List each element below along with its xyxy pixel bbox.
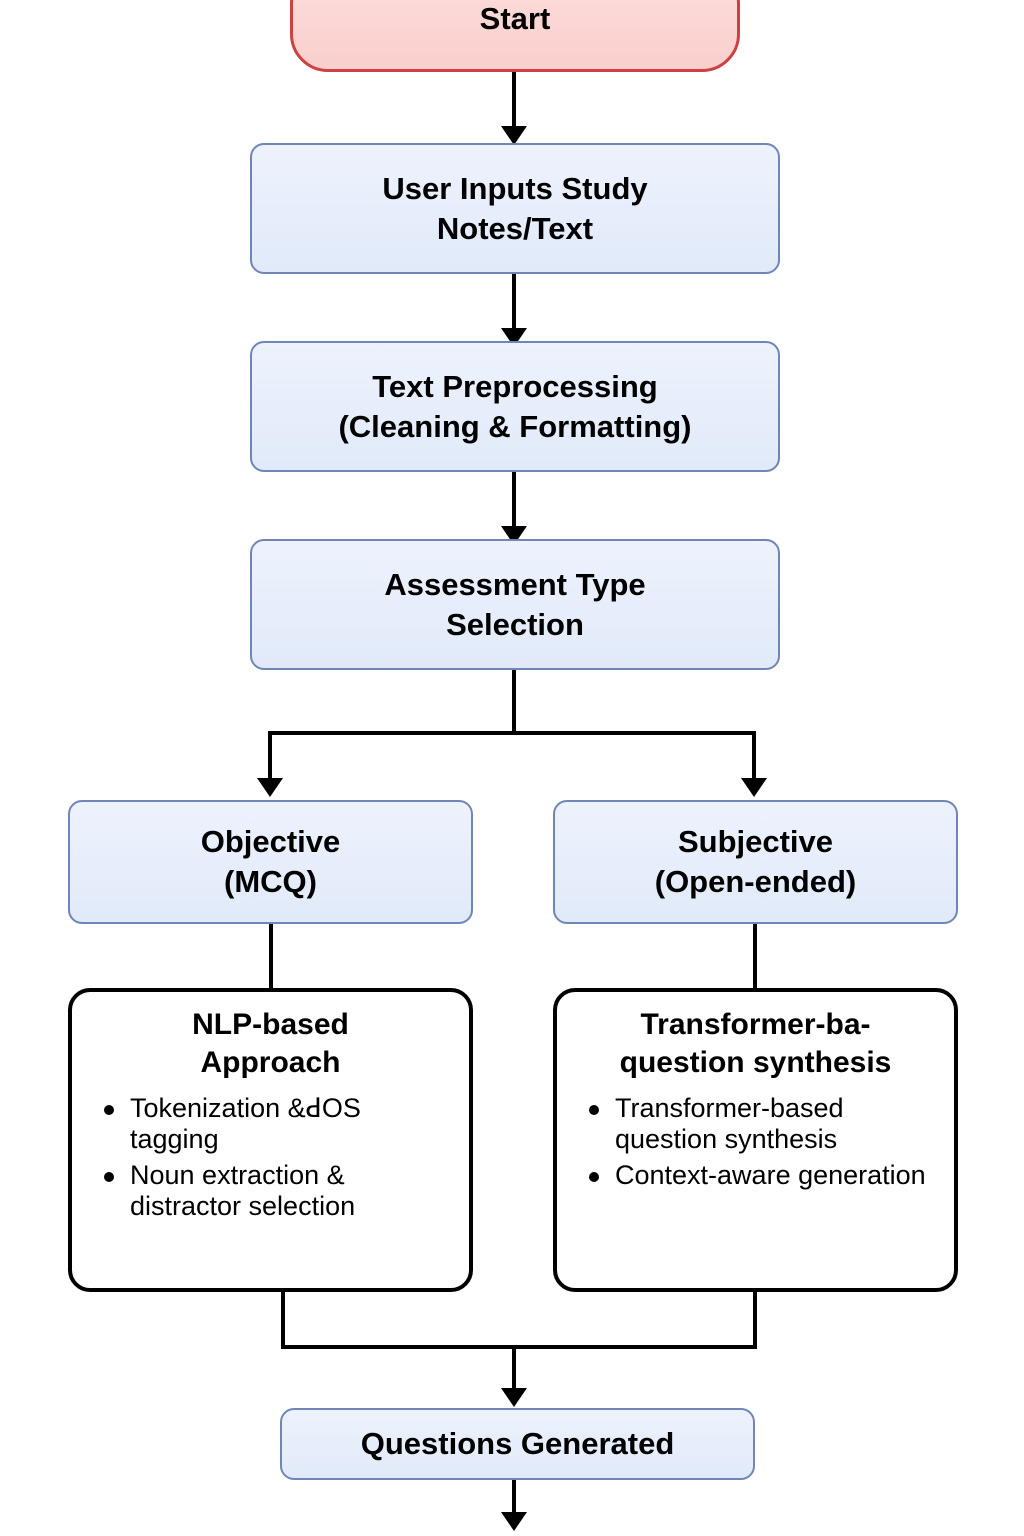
arrowhead-outgoing-bottom bbox=[501, 1512, 527, 1531]
edge-questions-generated-outgoing bbox=[512, 1480, 516, 1518]
node-nlp-approach-title: NLP-based Approach bbox=[84, 1006, 457, 1081]
edge-split-right-drop bbox=[752, 731, 756, 783]
node-user-input-label-line1: User Inputs Study bbox=[382, 170, 648, 206]
list-item: Tokenization &ꓒOS tagging bbox=[104, 1093, 453, 1156]
node-assessment-type-label-line1: Assessment Type bbox=[384, 566, 646, 602]
node-preprocessing-label-line2: (Cleaning & Formatting) bbox=[338, 408, 692, 444]
list-item: Context-aware generation bbox=[589, 1160, 938, 1191]
arrowhead-objective bbox=[257, 778, 283, 797]
node-start-label: Start bbox=[479, 1, 551, 36]
node-assessment-type[interactable]: Assessment Type Selection bbox=[250, 539, 780, 670]
node-transformer-approach[interactable]: Transformer-ba- question synthesis Trans… bbox=[553, 988, 958, 1292]
node-nlp-approach-title-line2: Approach bbox=[200, 1045, 341, 1079]
node-nlp-approach-title-line1: NLP-based bbox=[192, 1008, 349, 1041]
node-assessment-type-label-line2: Selection bbox=[446, 606, 584, 642]
node-user-input[interactable]: User Inputs Study Notes/Text bbox=[250, 143, 780, 274]
edge-split-left-drop bbox=[268, 731, 272, 783]
node-objective-label-line2: (MCQ) bbox=[224, 864, 317, 899]
node-transformer-approach-title-line2: question synthesis bbox=[619, 1045, 892, 1079]
edge-nlp-detail-drop bbox=[281, 1292, 285, 1349]
node-objective[interactable]: Objective (MCQ) bbox=[68, 800, 473, 924]
edge-split-horizontal bbox=[268, 731, 756, 735]
edge-transformer-detail-drop bbox=[753, 1292, 757, 1349]
edge-preprocessing-to-assessment bbox=[512, 472, 516, 536]
node-subjective-label-line1: Subjective bbox=[677, 824, 834, 860]
node-questions-generated[interactable]: Questions Generated bbox=[280, 1408, 755, 1480]
edge-start-to-user-input bbox=[512, 72, 516, 136]
edge-merge-to-questions bbox=[512, 1345, 516, 1393]
edge-assessment-stem bbox=[512, 670, 516, 735]
node-user-input-label-line2: Notes/Text bbox=[436, 210, 594, 246]
arrowhead-user-input bbox=[501, 126, 527, 145]
node-transformer-approach-title: Transformer-ba- question synthesis bbox=[569, 1006, 942, 1081]
node-preprocessing[interactable]: Text Preprocessing (Cleaning & Formattin… bbox=[250, 341, 780, 472]
node-nlp-approach[interactable]: NLP-based Approach Tokenization &ꓒOS tag… bbox=[68, 988, 473, 1292]
arrowhead-questions-generated bbox=[501, 1388, 527, 1407]
list-item: Transformer-based question synthesis bbox=[589, 1093, 938, 1156]
edge-user-input-to-preprocessing bbox=[512, 274, 516, 338]
node-subjective[interactable]: Subjective (Open-ended) bbox=[553, 800, 958, 924]
edge-objective-to-nlp-detail bbox=[269, 924, 273, 990]
node-subjective-label-line2: (Open-ended) bbox=[654, 864, 857, 899]
node-nlp-approach-bullet-list: Tokenization &ꓒOS tagging Noun extractio… bbox=[84, 1093, 457, 1222]
node-transformer-approach-title-line1: Transformer-ba- bbox=[640, 1008, 871, 1041]
edge-subjective-to-transformer-detail bbox=[753, 924, 757, 990]
node-start[interactable]: Start bbox=[290, 0, 740, 72]
node-questions-generated-label: Questions Generated bbox=[360, 1426, 675, 1462]
node-preprocessing-label-line1: Text Preprocessing bbox=[372, 368, 658, 404]
edge-merge-horizontal bbox=[281, 1345, 757, 1349]
node-objective-label-line1: Objective bbox=[200, 824, 341, 860]
node-transformer-approach-bullet-list: Transformer-based question synthesis Con… bbox=[569, 1093, 942, 1191]
arrowhead-subjective bbox=[741, 778, 767, 797]
list-item: Noun extraction & distractor selection bbox=[104, 1160, 453, 1223]
